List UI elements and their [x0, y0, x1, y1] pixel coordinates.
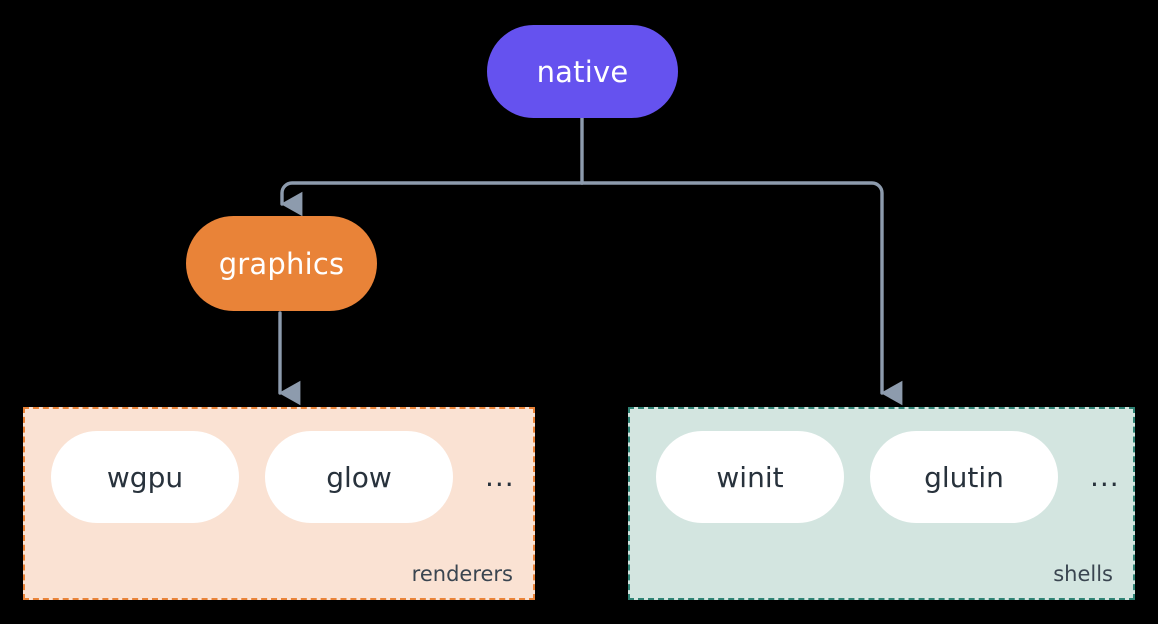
- node-graphics-label: graphics: [218, 246, 345, 281]
- shells-overflow-ellipsis: ...: [1090, 460, 1120, 493]
- group-shells: winit glutin ... shells: [628, 407, 1135, 600]
- chip-wgpu[interactable]: wgpu: [51, 431, 239, 523]
- node-native[interactable]: native: [487, 25, 678, 118]
- chip-glutin[interactable]: glutin: [870, 431, 1058, 523]
- chip-wgpu-label: wgpu: [106, 460, 184, 494]
- edge-native-to-shells: [580, 181, 903, 406]
- group-shells-items: winit glutin ...: [656, 431, 1120, 523]
- chip-glow-label: glow: [326, 460, 392, 494]
- chip-glow[interactable]: glow: [265, 431, 453, 523]
- group-shells-label: shells: [1053, 562, 1113, 586]
- group-renderers-label: renderers: [411, 562, 513, 586]
- node-graphics[interactable]: graphics: [186, 216, 377, 311]
- node-native-label: native: [536, 54, 629, 89]
- chip-winit[interactable]: winit: [656, 431, 844, 523]
- group-renderers: wgpu glow ... renderers: [23, 407, 535, 600]
- renderers-overflow-ellipsis: ...: [485, 460, 515, 493]
- group-renderers-items: wgpu glow ...: [51, 431, 515, 523]
- chip-glutin-label: glutin: [924, 460, 1004, 494]
- edge-native-to-graphics: [280, 181, 584, 217]
- chip-winit-label: winit: [716, 460, 784, 494]
